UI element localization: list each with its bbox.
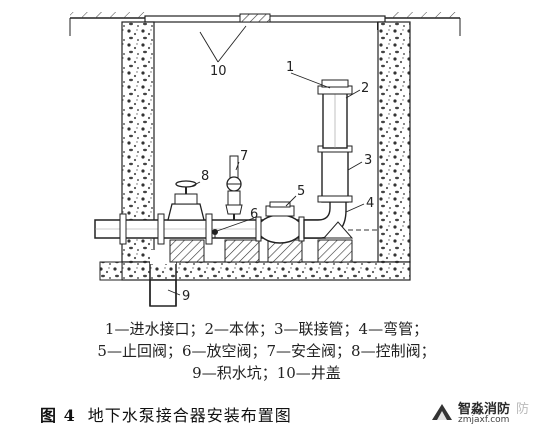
label-6: 6	[250, 207, 258, 222]
well-cover	[144, 13, 386, 30]
caption-number: 图 4	[40, 406, 76, 425]
legend-line-3: 9—积水坑；10—井盖	[192, 364, 341, 382]
watermark: 智淼消防 zmjaxf.com 防	[430, 398, 530, 430]
label-8: 8	[201, 169, 209, 184]
figure-caption: 图 4 地下水泵接合器安装布置图	[40, 402, 292, 426]
label-10: 10	[210, 64, 227, 79]
safety-valve	[225, 155, 243, 220]
legend-line-2: 5—止回阀；6—放空阀；7—安全阀；8—控制阀；	[97, 342, 436, 360]
pipe-supports	[169, 239, 353, 263]
caption-text: 地下水泵接合器安装布置图	[87, 406, 292, 425]
label-2: 2	[361, 81, 369, 96]
leader-lines	[167, 25, 365, 296]
floor-slab	[121, 261, 411, 281]
right-wall	[377, 21, 411, 263]
watermark-brand: 智淼消防	[458, 402, 511, 417]
floor-slab-ext-left	[99, 261, 123, 281]
label-3: 3	[364, 153, 372, 168]
label-9: 9	[182, 289, 190, 304]
control-valve	[167, 180, 205, 221]
check-valve	[255, 201, 305, 244]
brand-logo-icon	[432, 404, 452, 420]
label-4: 4	[366, 196, 374, 211]
vent-valve	[212, 229, 218, 238]
legend-line-1: 1—进水接口；2—本体；3—联接管；4—弯管；	[104, 320, 429, 338]
label-7: 7	[240, 149, 248, 164]
watermark-site: zmjaxf.com	[458, 415, 510, 425]
watermark-trail: 防	[516, 402, 530, 417]
label-1: 1	[286, 60, 294, 75]
pump-connector-body	[317, 79, 353, 149]
connecting-pipe	[317, 145, 353, 203]
label-5: 5	[297, 184, 305, 199]
part-number-labels: 1 2 3 4 5 6 7 8 9 10	[182, 60, 374, 304]
elbow-pipe	[303, 199, 354, 239]
